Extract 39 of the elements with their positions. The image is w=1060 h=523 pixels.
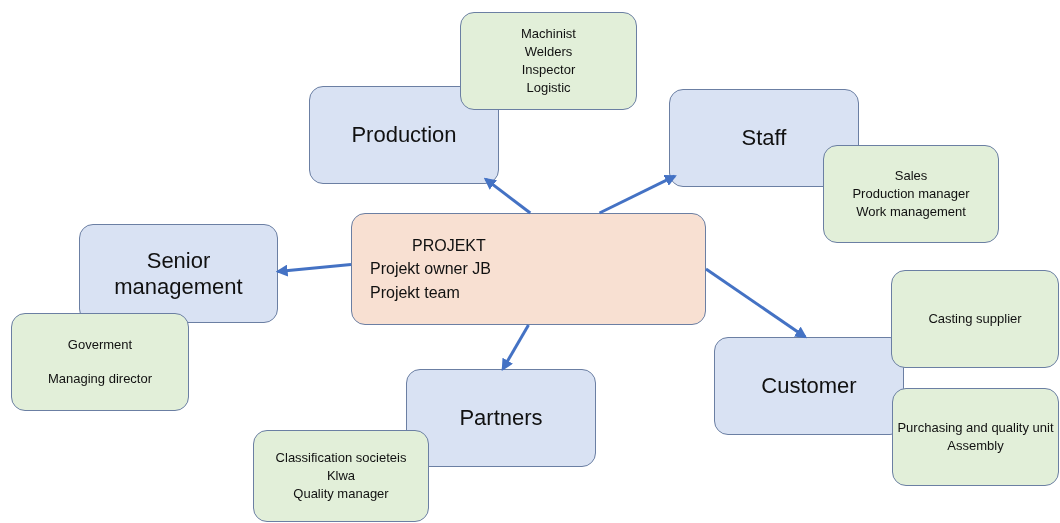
node-text: Projekt owner JB [370,259,491,280]
node-text: Goverment [67,335,133,354]
node-text: Quality manager [293,485,389,504]
node-text: Assembly [947,437,1004,455]
node-text: Machinist [521,24,576,43]
node-text: PROJEKT [412,236,486,257]
staff-list-box [460,12,637,110]
arrow [705,267,808,339]
node-text: Sales [894,166,928,185]
staff-list-box [11,313,189,411]
staff-list-box [823,145,999,243]
category-box [79,224,278,323]
node-text: Senior management [113,248,244,299]
staff-list-box [253,430,429,522]
node-text: Projekt team [370,282,460,303]
node-text: Classification societeis [275,448,407,467]
node-text: Work management [856,203,966,222]
arrow [501,324,530,372]
arrow [483,177,532,215]
category-box [669,89,859,187]
node-text: Logistic [526,79,571,98]
central-box [351,213,706,325]
node-text: Welders [524,42,573,61]
node-text: Production [351,122,457,148]
category-box [406,369,596,467]
node-text: Staff [741,125,787,151]
staff-list-box [892,388,1059,486]
node-text: Casting supplier [928,309,1022,328]
node-text: Partners [459,405,543,431]
node-text: Production manager [852,184,970,203]
staff-list-box [891,270,1059,368]
node-text: Managing director [47,370,153,388]
node-text: Purchasing and quality unit [897,418,1054,437]
node-text: Inspector [521,61,576,79]
arrow [275,263,352,277]
category-box [309,86,499,184]
node-text: Klwa [326,466,356,485]
arrow [598,174,677,215]
node-text: Customer [761,373,857,399]
